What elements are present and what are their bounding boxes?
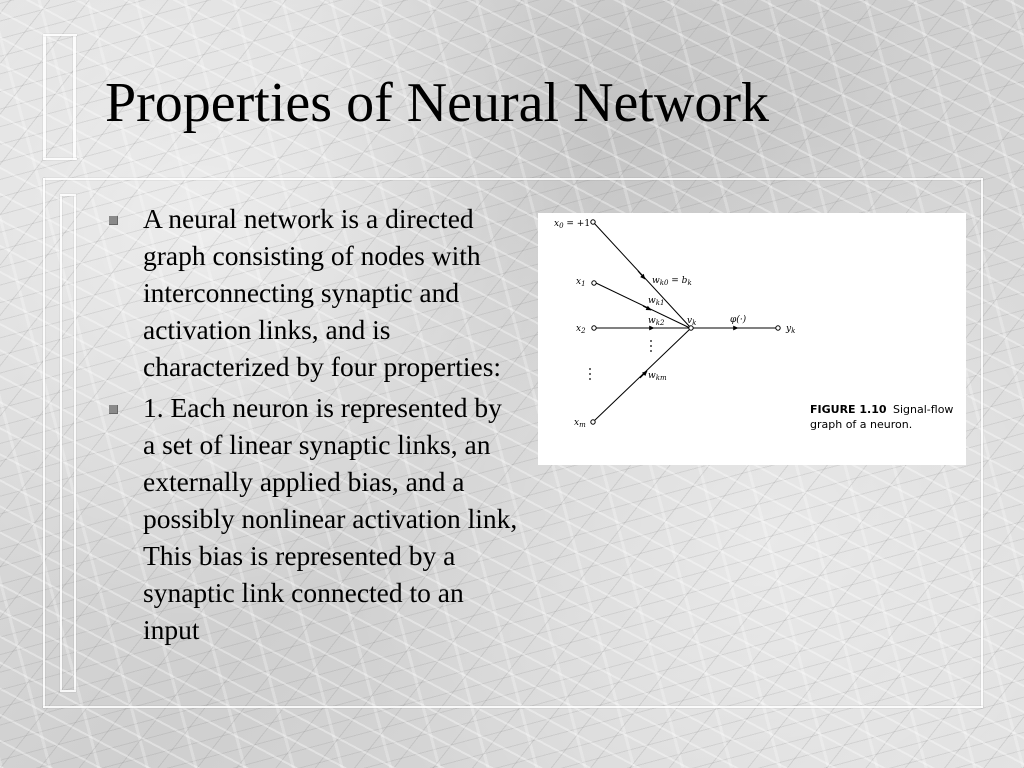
node-yk xyxy=(775,325,781,331)
frame-body-top xyxy=(43,178,983,180)
figure-caption-label: FIGURE 1.10 xyxy=(810,403,887,416)
frame-body-left xyxy=(43,178,45,708)
label-wk0: wk0 = bk xyxy=(652,276,692,287)
frame-title-top xyxy=(43,34,77,36)
frame-inner-left-2 xyxy=(74,196,76,690)
edge-x1 xyxy=(595,282,691,329)
label-x2: x2 xyxy=(576,324,586,335)
node-vk xyxy=(688,325,694,331)
label-wk1: wk1 xyxy=(648,296,664,307)
label-x1: x1 xyxy=(576,277,586,288)
label-x0: x0 = +1 xyxy=(554,219,590,230)
node-x1 xyxy=(591,280,597,286)
label-wk2: wk2 xyxy=(648,316,665,327)
figure-caption-line1: Signal-flow xyxy=(893,403,953,416)
bullet-text: 1. Each neuron is represented by a set o… xyxy=(143,392,518,645)
label-xm: xm xyxy=(574,418,586,429)
arrow-xm xyxy=(639,370,648,379)
square-bullet-icon xyxy=(109,216,118,225)
label-phi: φ(·) xyxy=(730,314,747,325)
node-x2 xyxy=(591,325,597,331)
bullet-list: A neural network is a directed graph con… xyxy=(108,200,518,652)
node-xm xyxy=(590,419,596,425)
frame-body-right xyxy=(981,178,983,708)
frame-body-bottom xyxy=(43,706,983,708)
figure-caption-line2: graph of a neuron. xyxy=(810,418,912,431)
ellipsis-weights xyxy=(650,340,652,352)
arrow-x1 xyxy=(642,305,652,311)
frame-inner-top-tab xyxy=(60,194,76,196)
neuron-signal-flow-figure: x0 = +1 x1 x2 xm wk0 = bk wk1 wk2 wkm vk… xyxy=(538,213,966,465)
label-vk: vk xyxy=(687,316,696,327)
slide-title: Properties of Neural Network xyxy=(105,72,770,134)
node-x0 xyxy=(590,219,596,225)
frame-title-vertical-inner xyxy=(73,36,76,160)
label-yk: yk xyxy=(785,324,795,335)
bullet-item: 1. Each neuron is represented by a set o… xyxy=(108,389,518,648)
neuron-diagram: x0 = +1 x1 x2 xm wk0 = bk wk1 wk2 wkm vk… xyxy=(554,219,953,431)
frame-title-bottom xyxy=(43,158,77,160)
frame-title-vertical xyxy=(43,36,46,160)
ellipsis-inputs xyxy=(589,368,591,380)
frame-inner-left xyxy=(60,196,62,690)
edge-xm xyxy=(593,328,691,422)
label-wkm: wkm xyxy=(648,371,667,382)
arrow-x0 xyxy=(637,270,646,280)
bullet-item: A neural network is a directed graph con… xyxy=(108,200,518,385)
square-bullet-icon xyxy=(109,405,118,414)
frame-inner-bottom-tab xyxy=(60,690,76,692)
bullet-text: A neural network is a directed graph con… xyxy=(143,203,502,382)
